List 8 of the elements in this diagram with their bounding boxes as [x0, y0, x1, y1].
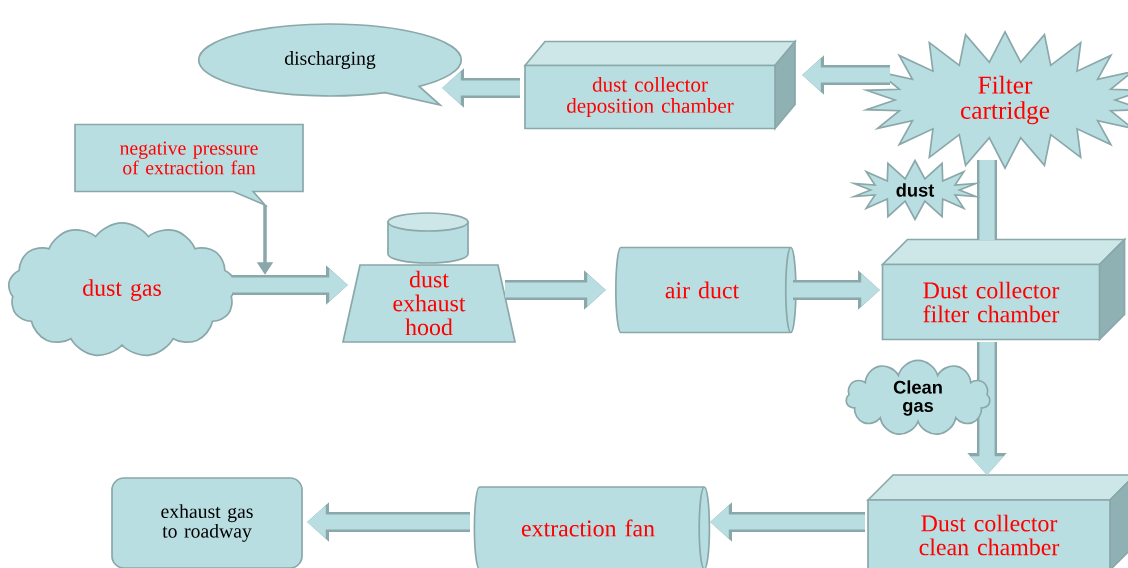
cylinder: air duct: [615, 246, 797, 334]
callout-box: negative pressure of extraction fan: [74, 123, 304, 208]
connector-line: [977, 160, 997, 240]
cloud: dust gas: [7, 222, 237, 357]
speech-bubble: discharging: [197, 23, 463, 106]
cylinder: extraction fan: [473, 486, 711, 568]
edge-label: Clean gas: [845, 359, 991, 435]
rounded-box: exhaust gas to roadway: [111, 477, 303, 568]
